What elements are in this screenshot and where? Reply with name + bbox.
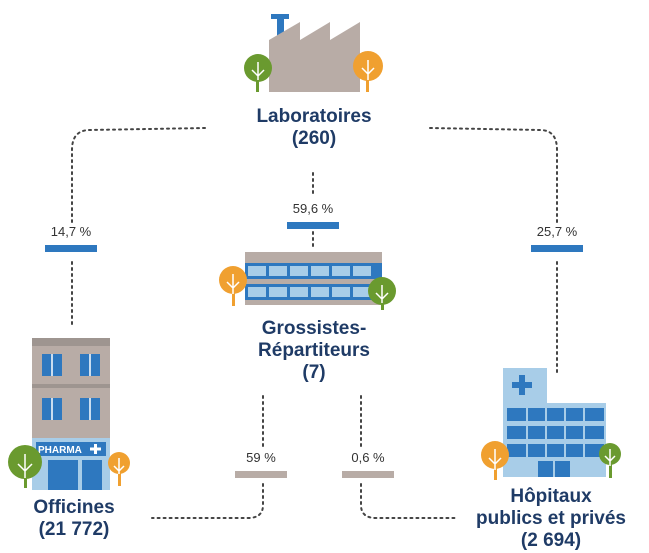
node-grossistes-name-line2: Répartiteurs: [258, 340, 370, 361]
factory-icon: [269, 14, 360, 92]
flow-bar-lab-hopitaux: [531, 245, 583, 252]
node-laboratoires-name: Laboratoires: [256, 106, 372, 127]
tree-icon: [8, 445, 42, 488]
tree-icon: [481, 441, 509, 480]
flow-label-lab-hopitaux: 25,7 %: [536, 224, 578, 239]
flow-label-lab-grossistes: 59,6 %: [292, 201, 334, 216]
node-hopitaux-name-line2: publics et privés: [476, 508, 626, 529]
connector-lab-to-officines: [71, 127, 206, 223]
flow-bar-lab-grossistes: [287, 222, 339, 229]
node-grossistes-count: (7): [302, 362, 326, 383]
connector-gross-to-hopitaux-lower: [360, 483, 456, 519]
tree-icon: [353, 51, 383, 92]
flow-bar-gross-hopitaux: [342, 471, 394, 478]
node-officines: Officines (21 772): [4, 497, 144, 541]
flow-label-lab-officines: 14,7 %: [50, 224, 92, 239]
node-hopitaux-count: (2 694): [520, 530, 582, 551]
node-grossistes-name-line1: Grossistes-: [261, 318, 367, 339]
tree-icon: [599, 443, 621, 478]
node-officines-count: (21 772): [38, 519, 110, 540]
node-hopitaux-name-line1: Hôpitaux: [510, 486, 592, 507]
tree-icon: [244, 54, 272, 92]
tree-icon: [219, 266, 247, 306]
node-officines-name: Officines: [33, 497, 115, 518]
hospital-building-icon: [503, 368, 606, 477]
connector-gross-to-officines-lower: [151, 483, 264, 519]
connector-lab-to-hopitaux: [429, 127, 558, 223]
tree-icon: [368, 277, 396, 310]
connectors: [71, 127, 558, 519]
node-grossistes: Grossistes- Répartiteurs (7): [214, 318, 414, 384]
flow-label-gross-hopitaux: 0,6 %: [351, 450, 385, 465]
cross-icon: [90, 444, 101, 454]
cross-icon: [512, 375, 532, 395]
flow-bar-gross-officines: [235, 471, 287, 478]
tree-icon: [108, 452, 130, 486]
node-hopitaux: Hôpitaux publics et privés (2 694): [456, 486, 646, 552]
pharmacy-building-icon: [32, 338, 110, 490]
flow-label-gross-officines: 59 %: [246, 450, 276, 465]
node-laboratoires: Laboratoires (260): [214, 106, 414, 150]
node-laboratoires-count: (260): [291, 128, 337, 149]
warehouse-icon: [245, 252, 382, 305]
flow-bar-lab-officines: [45, 245, 97, 252]
pharmacy-sign: PHARMA: [38, 445, 82, 456]
